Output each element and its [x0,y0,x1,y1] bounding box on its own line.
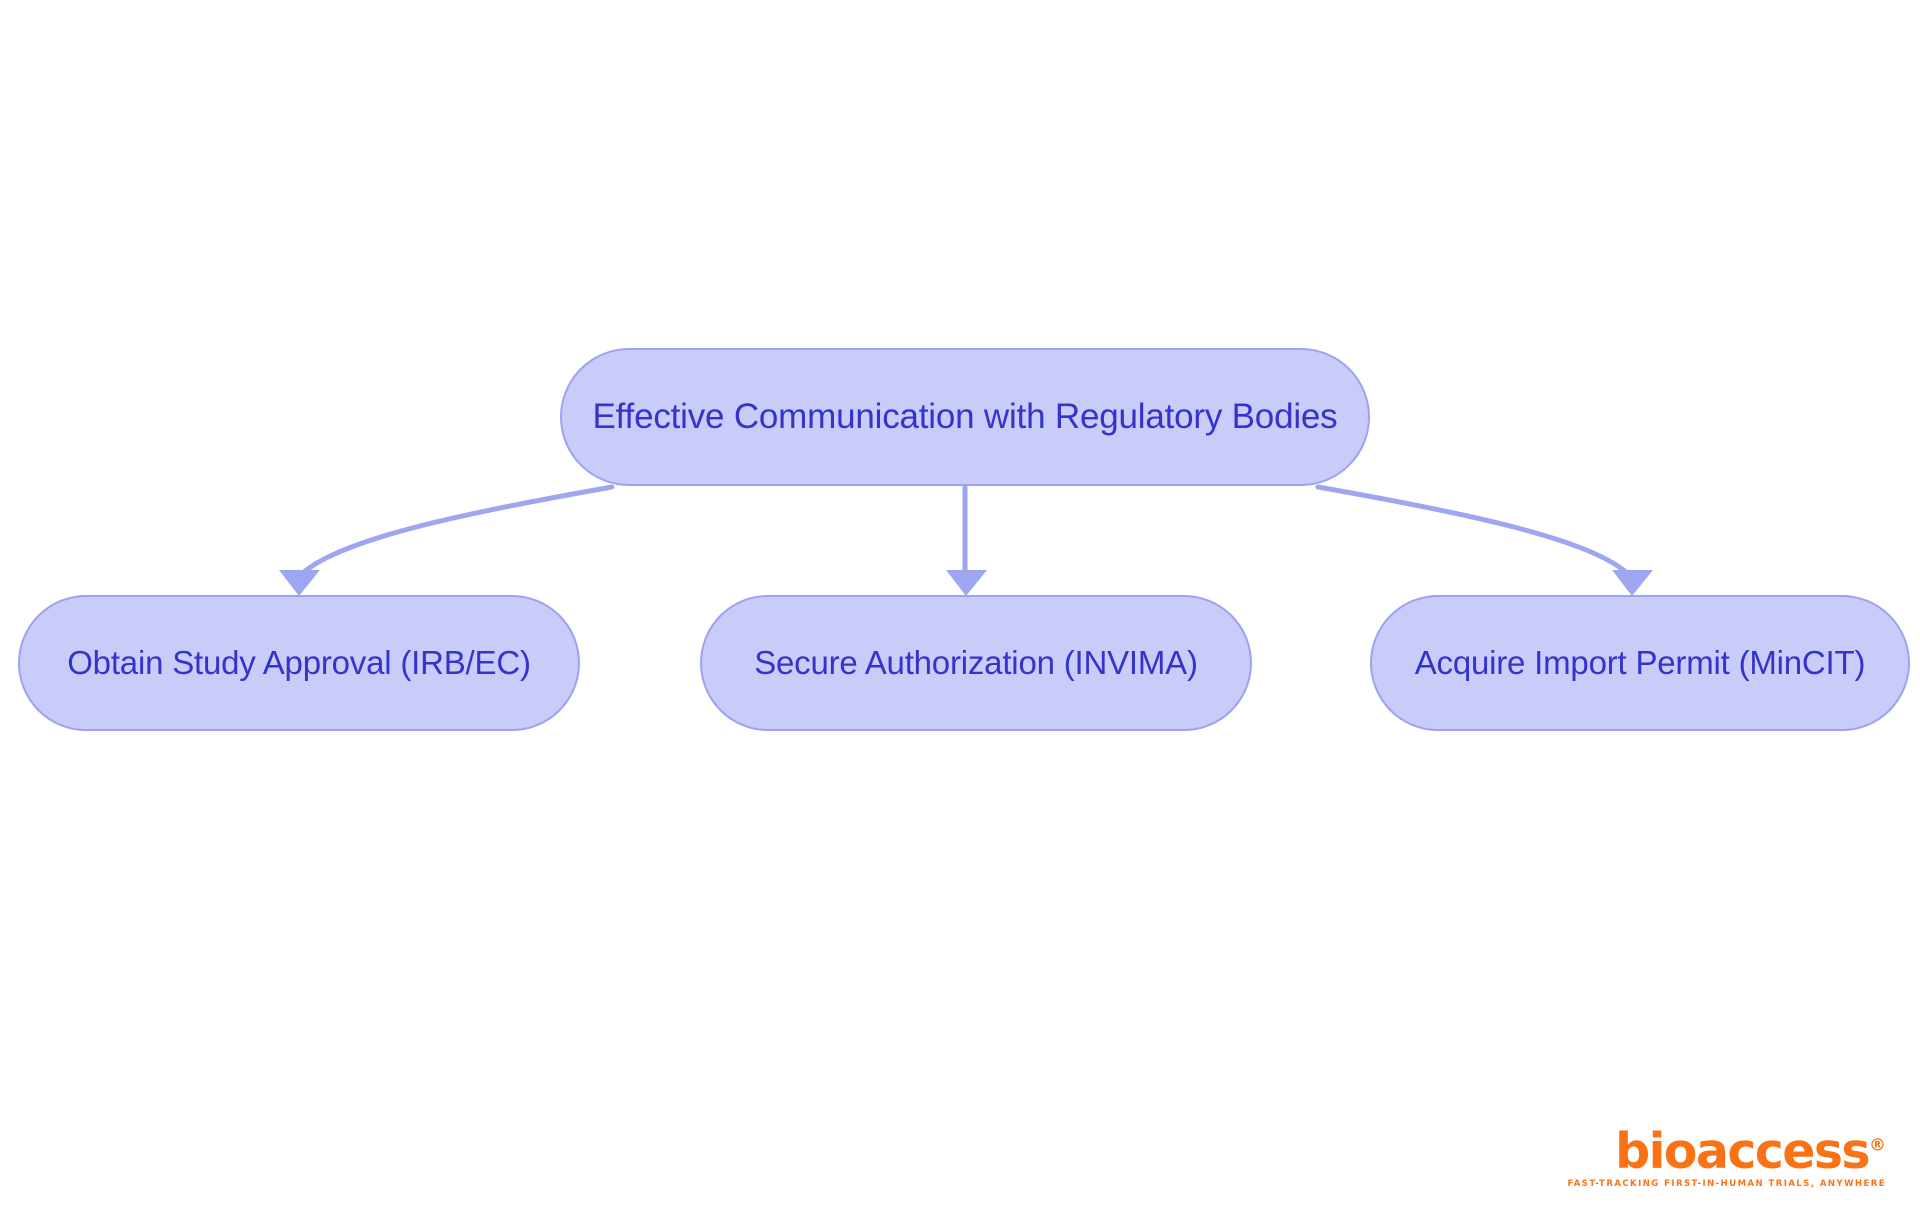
node-label: Acquire Import Permit (MinCIT) [1414,644,1866,681]
node-obtain-study-approval[interactable]: Obtain Study Approval (IRB/EC) [18,595,580,731]
brand-name: bioaccess [1615,1123,1870,1181]
edge-root-to-obtain-study-approval [279,484,615,596]
bioaccess-logo: bioaccess® FAST-TRACKING FIRST-IN-HUMAN … [1567,1127,1886,1189]
brand-wordmark: bioaccess® [1615,1127,1886,1176]
node-secure-authorization[interactable]: Secure Authorization (INVIMA) [700,595,1252,731]
edge-root-to-secure-authorization [946,484,987,596]
edge-root-to-acquire-import-permit [1315,484,1653,596]
node-label: Effective Communication with Regulatory … [592,397,1338,436]
node-label: Secure Authorization (INVIMA) [754,644,1198,681]
node-label: Obtain Study Approval (IRB/EC) [67,644,531,681]
registered-trademark-icon: ® [1869,1136,1886,1157]
brand-tagline: FAST-TRACKING FIRST-IN-HUMAN TRIALS, ANY… [1567,1179,1886,1189]
node-effective-communication-with-regulatory-bodies[interactable]: Effective Communication with Regulatory … [560,348,1370,486]
node-acquire-import-permit[interactable]: Acquire Import Permit (MinCIT) [1370,595,1910,731]
